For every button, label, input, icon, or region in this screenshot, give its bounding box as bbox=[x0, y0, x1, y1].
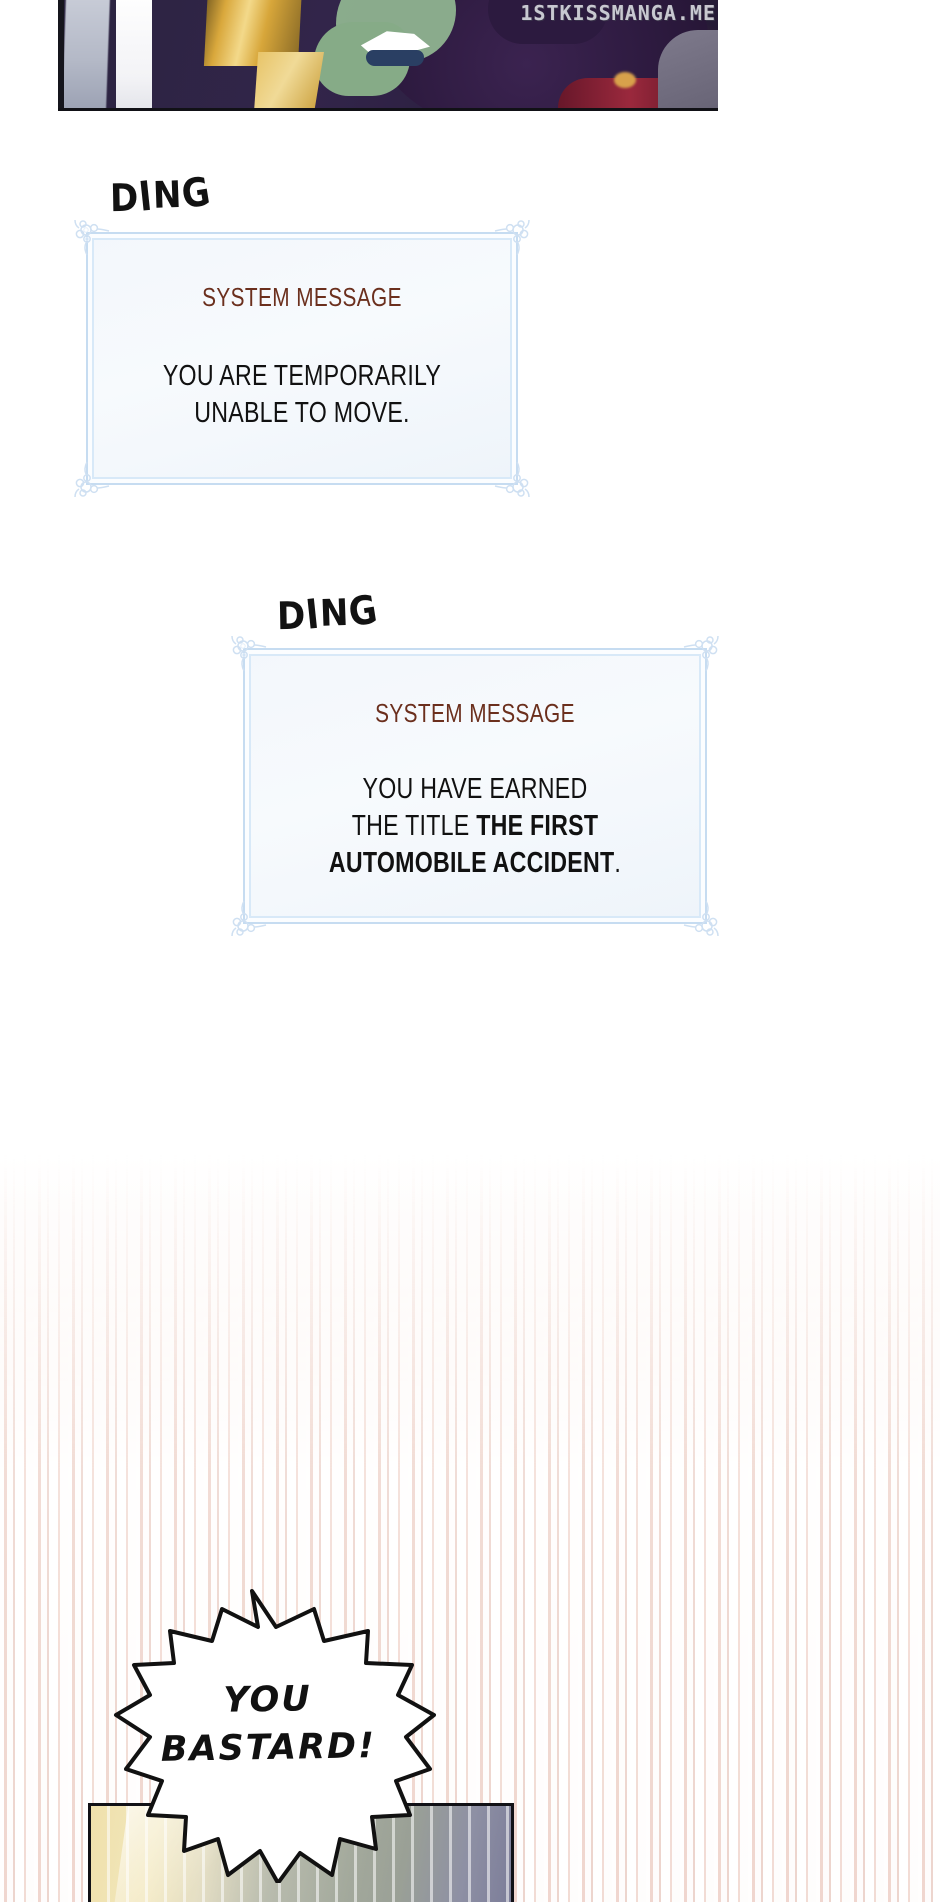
system-message-box-2: SYSTEM MESSAGE YOU HAVE EARNED THE TITLE… bbox=[231, 635, 719, 937]
sfx-letter: G bbox=[178, 168, 215, 219]
system-message-period: . bbox=[614, 847, 622, 880]
art-shape-white-slab bbox=[116, 0, 152, 108]
sfx-letter: N bbox=[319, 591, 351, 636]
system-message-line: YOU ARE TEMPORARILY bbox=[162, 360, 442, 392]
corner-ornament-icon bbox=[494, 212, 538, 256]
system-message-line: AUTOMOBILE ACCIDENT. bbox=[291, 845, 659, 882]
art-shape-eye-white bbox=[360, 31, 430, 55]
system-message-line: YOU HAVE EARNED bbox=[362, 773, 588, 805]
art-shape-amber-light bbox=[614, 72, 636, 88]
top-art-panel: 1STKISSMANGA.ME bbox=[58, 0, 718, 111]
sfx-letter: D bbox=[276, 593, 307, 640]
corner-ornament-icon bbox=[494, 461, 538, 505]
corner-ornament-icon bbox=[223, 900, 267, 944]
sfx-ding-1: DING bbox=[109, 168, 215, 222]
art-shape-grey-right bbox=[658, 30, 718, 108]
corner-ornament-icon bbox=[66, 212, 110, 256]
sfx-ding-2: DING bbox=[276, 586, 382, 640]
art-shape-eye-iris bbox=[366, 50, 424, 66]
system-message-line: THE TITLE THE FIRST bbox=[291, 808, 659, 845]
system-message-title: SYSTEM MESSAGE bbox=[202, 282, 402, 312]
system-message-body: YOU ARE TEMPORARILY UNABLE TO MOVE. bbox=[131, 358, 473, 432]
system-message-text: THE TITLE bbox=[351, 810, 477, 843]
system-message-title: SYSTEM MESSAGE bbox=[375, 698, 575, 728]
art-shape-dark-blob-2 bbox=[488, 0, 608, 44]
earned-title-part-2: AUTOMOBILE ACCIDENT bbox=[328, 847, 615, 880]
speed-lines-background bbox=[0, 1155, 940, 1902]
corner-ornament-icon bbox=[223, 628, 267, 672]
corner-ornament-icon bbox=[683, 900, 727, 944]
system-message-box-1: SYSTEM MESSAGE YOU ARE TEMPORARILY UNABL… bbox=[74, 219, 530, 498]
speech-bubble-shout: YOU BASTARD! bbox=[100, 1583, 436, 1883]
corner-ornament-icon bbox=[66, 461, 110, 505]
system-message-line: UNABLE TO MOVE. bbox=[194, 397, 410, 430]
art-shape-grey-slab bbox=[61, 0, 111, 108]
corner-ornament-icon bbox=[683, 628, 727, 672]
art-panel-left-edge bbox=[58, 0, 64, 108]
system-message-body: YOU HAVE EARNED THE TITLE THE FIRST AUTO… bbox=[291, 771, 659, 882]
sfx-letter: D bbox=[109, 175, 140, 222]
earned-title-part-1: THE FIRST bbox=[476, 810, 599, 843]
sfx-letter: N bbox=[152, 173, 184, 218]
sfx-letter: G bbox=[345, 586, 382, 637]
art-shape-gold-hair bbox=[254, 52, 324, 108]
